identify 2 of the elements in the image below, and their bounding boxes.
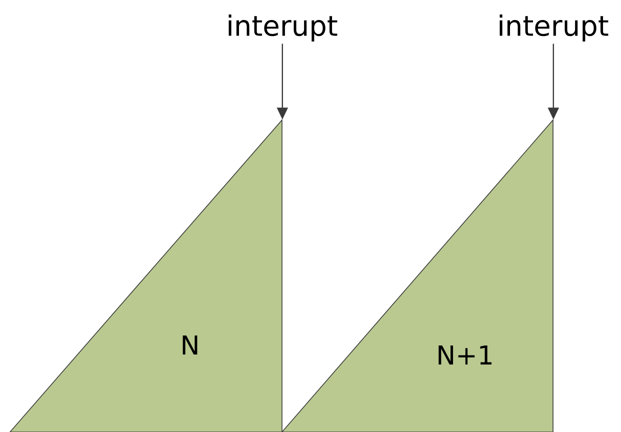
- label-text: interupt: [500, 14, 608, 42]
- label-text: interupt: [228, 14, 338, 42]
